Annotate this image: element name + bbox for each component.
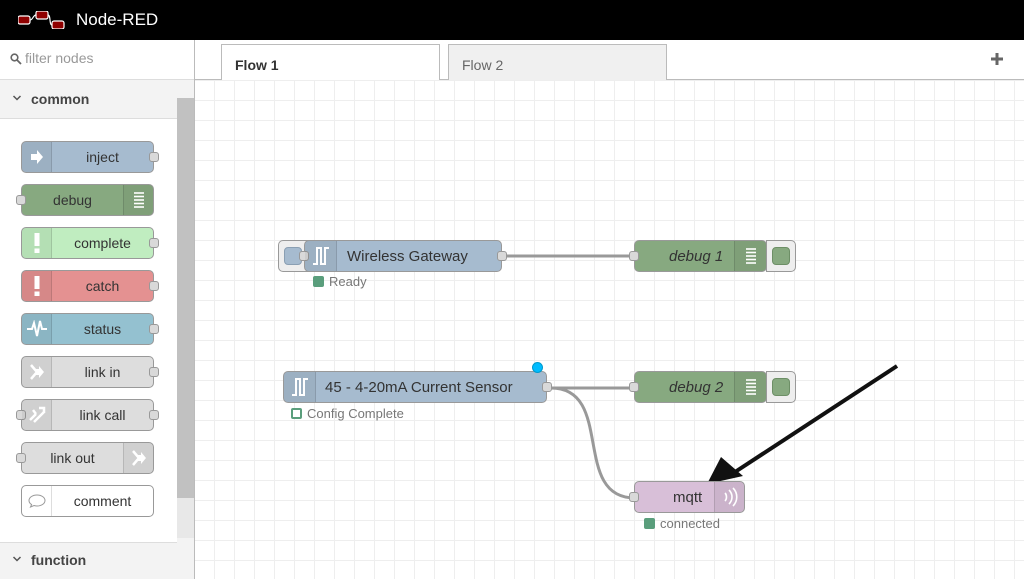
palette-node-label: comment [73, 493, 132, 509]
node-label: 45 - 4-20mA Current Sensor [325, 379, 513, 396]
gateway-status: Ready [313, 274, 367, 289]
input-port[interactable] [16, 195, 26, 205]
output-port[interactable] [149, 324, 159, 334]
pulse-icon [305, 241, 337, 271]
palette-node-link-out[interactable]: link out [16, 442, 154, 474]
category-label: common [31, 91, 90, 107]
palette-node-comment[interactable]: comment [21, 485, 154, 517]
palette-node-link-in[interactable]: link in [21, 356, 159, 388]
debug-2-toggle-button[interactable] [766, 371, 796, 403]
palette-scrollbar[interactable] [177, 98, 194, 538]
node-mqtt[interactable]: mqtt [629, 481, 745, 513]
status-text: Config Complete [307, 406, 404, 421]
node-palette: common inject debug complete [0, 40, 195, 579]
node-label: Wireless Gateway [347, 248, 468, 265]
sensor-status: Config Complete [291, 406, 404, 421]
palette-node-complete[interactable]: complete [21, 227, 159, 259]
tab-label: Flow 1 [235, 57, 279, 73]
palette-node-label: catch [85, 278, 120, 294]
flow-wires [507, 254, 899, 500]
flow-workspace[interactable]: Wireless Gateway Ready debug 1 45 - 4-20… [195, 80, 1024, 579]
palette-node-link-call[interactable]: link call [16, 399, 159, 431]
node-debug-1[interactable]: debug 1 [629, 240, 767, 272]
mqtt-status: connected [644, 516, 720, 531]
palette-node-label: complete [74, 235, 131, 251]
header-bar: Node-RED [0, 0, 1024, 40]
category-common-header[interactable]: common [0, 82, 177, 118]
palette-filter [0, 40, 194, 80]
output-port[interactable] [149, 367, 159, 377]
link-arrow-icon [123, 443, 153, 473]
chevron-down-icon [12, 95, 22, 101]
input-port[interactable] [629, 382, 639, 392]
debug-list-icon [734, 372, 766, 402]
heartbeat-icon [22, 314, 52, 344]
palette-node-label: link in [84, 364, 121, 380]
palette-node-label: link out [50, 450, 95, 466]
broadcast-icon [714, 482, 744, 512]
input-port[interactable] [629, 492, 639, 502]
palette-node-debug[interactable]: debug [16, 184, 154, 216]
link-call-icon [22, 400, 52, 430]
wire-sensor-to-mqtt [550, 386, 636, 500]
input-port[interactable] [299, 251, 309, 261]
comment-icon [22, 486, 52, 516]
status-dot-icon [644, 518, 655, 529]
output-port[interactable] [497, 251, 507, 261]
node-red-logo-icon [18, 11, 65, 29]
palette-node-label: status [83, 321, 122, 337]
debug-list-icon [123, 185, 153, 215]
link-arrow-icon [22, 357, 52, 387]
chevron-down-icon [12, 556, 22, 562]
category-function-header[interactable]: function [0, 542, 177, 578]
search-icon [10, 53, 22, 65]
node-debug-2[interactable]: debug 2 [629, 371, 767, 403]
tab-label: Flow 2 [462, 57, 504, 73]
debug-list-icon [734, 241, 766, 271]
annotation-arrow-shaft [733, 364, 899, 474]
inject-arrow-icon [22, 142, 52, 172]
add-flow-icon[interactable] [990, 52, 1004, 66]
category-common-nodes: inject debug complete catch [0, 118, 177, 542]
alert-icon [22, 271, 52, 301]
input-port[interactable] [16, 410, 26, 420]
palette-scrollbar-thumb[interactable] [177, 98, 194, 498]
tab-flow-2[interactable]: Flow 2 [448, 44, 667, 80]
output-port[interactable] [149, 281, 159, 291]
node-label: mqtt [673, 489, 703, 506]
category-label: function [31, 552, 87, 568]
node-label: debug 2 [669, 379, 724, 396]
palette-node-label: link call [79, 407, 126, 423]
app-title: Node-RED [76, 10, 159, 29]
status-text: connected [660, 516, 720, 531]
status-text: Ready [329, 274, 367, 289]
status-ring-icon [291, 408, 302, 419]
node-wireless-gateway[interactable]: Wireless Gateway [299, 240, 507, 272]
output-port[interactable] [542, 382, 552, 392]
workspace-tabs: Flow 1 Flow 2 [195, 40, 1024, 81]
annotation-arrow-head [707, 457, 743, 484]
palette-node-label: inject [86, 149, 119, 165]
debug-1-toggle-button[interactable] [766, 240, 796, 272]
alert-icon [22, 228, 52, 258]
tab-flow-1[interactable]: Flow 1 [221, 44, 440, 81]
output-port[interactable] [149, 152, 159, 162]
input-port[interactable] [629, 251, 639, 261]
node-label: debug 1 [669, 248, 724, 265]
palette-node-catch[interactable]: catch [21, 270, 159, 302]
filter-nodes-input[interactable] [25, 50, 185, 66]
input-port[interactable] [16, 453, 26, 463]
palette-node-inject[interactable]: inject [21, 141, 159, 173]
palette-node-label: debug [53, 192, 92, 208]
node-current-sensor[interactable]: 45 - 4-20mA Current Sensor [283, 371, 552, 403]
changed-indicator [532, 362, 543, 373]
status-dot-icon [313, 276, 324, 287]
pulse-icon [284, 372, 316, 402]
output-port[interactable] [149, 410, 159, 420]
output-port[interactable] [149, 238, 159, 248]
palette-node-status[interactable]: status [21, 313, 159, 345]
